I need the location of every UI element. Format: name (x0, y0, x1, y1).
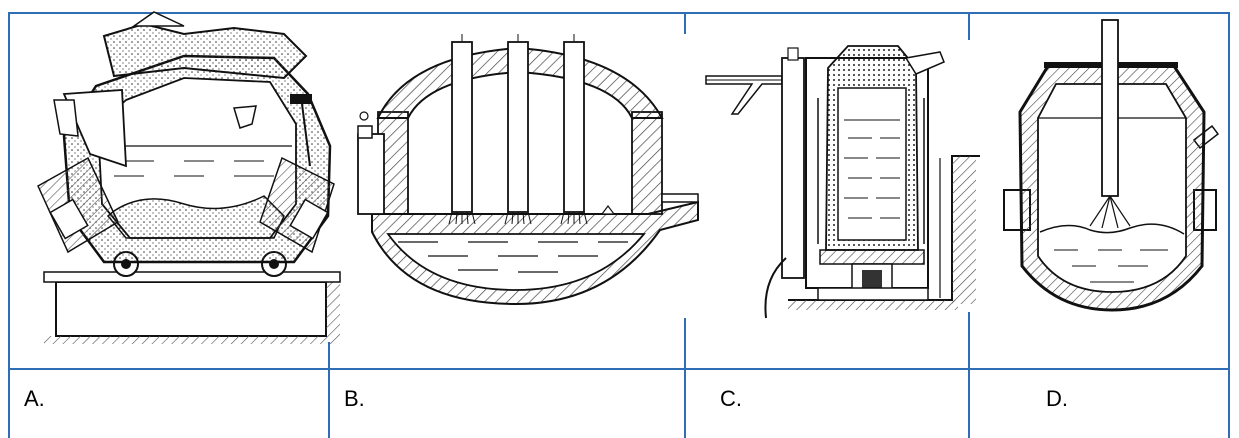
table-right-border (1228, 12, 1230, 438)
arc-furnace-icon (357, 34, 699, 306)
option-d-label: D. (1046, 386, 1068, 411)
option-a-label: A. (24, 386, 45, 411)
answer-table: A. B. C. D. (8, 11, 1230, 438)
column-divider-2 (684, 12, 686, 34)
table-left-border (8, 12, 10, 438)
table-row-divider (8, 368, 1230, 370)
induction-furnace-icon (705, 45, 980, 319)
option-b-label: B. (344, 386, 365, 411)
table-top-border (8, 12, 1230, 14)
option-c-label: C. (720, 386, 742, 411)
column-divider-2-lower (684, 318, 686, 438)
ladle-lance-icon (1003, 19, 1220, 312)
column-divider-1 (328, 342, 330, 438)
column-divider-3-lower (968, 312, 970, 438)
tilting-furnace-icon (37, 11, 341, 344)
column-divider-3 (968, 12, 970, 40)
